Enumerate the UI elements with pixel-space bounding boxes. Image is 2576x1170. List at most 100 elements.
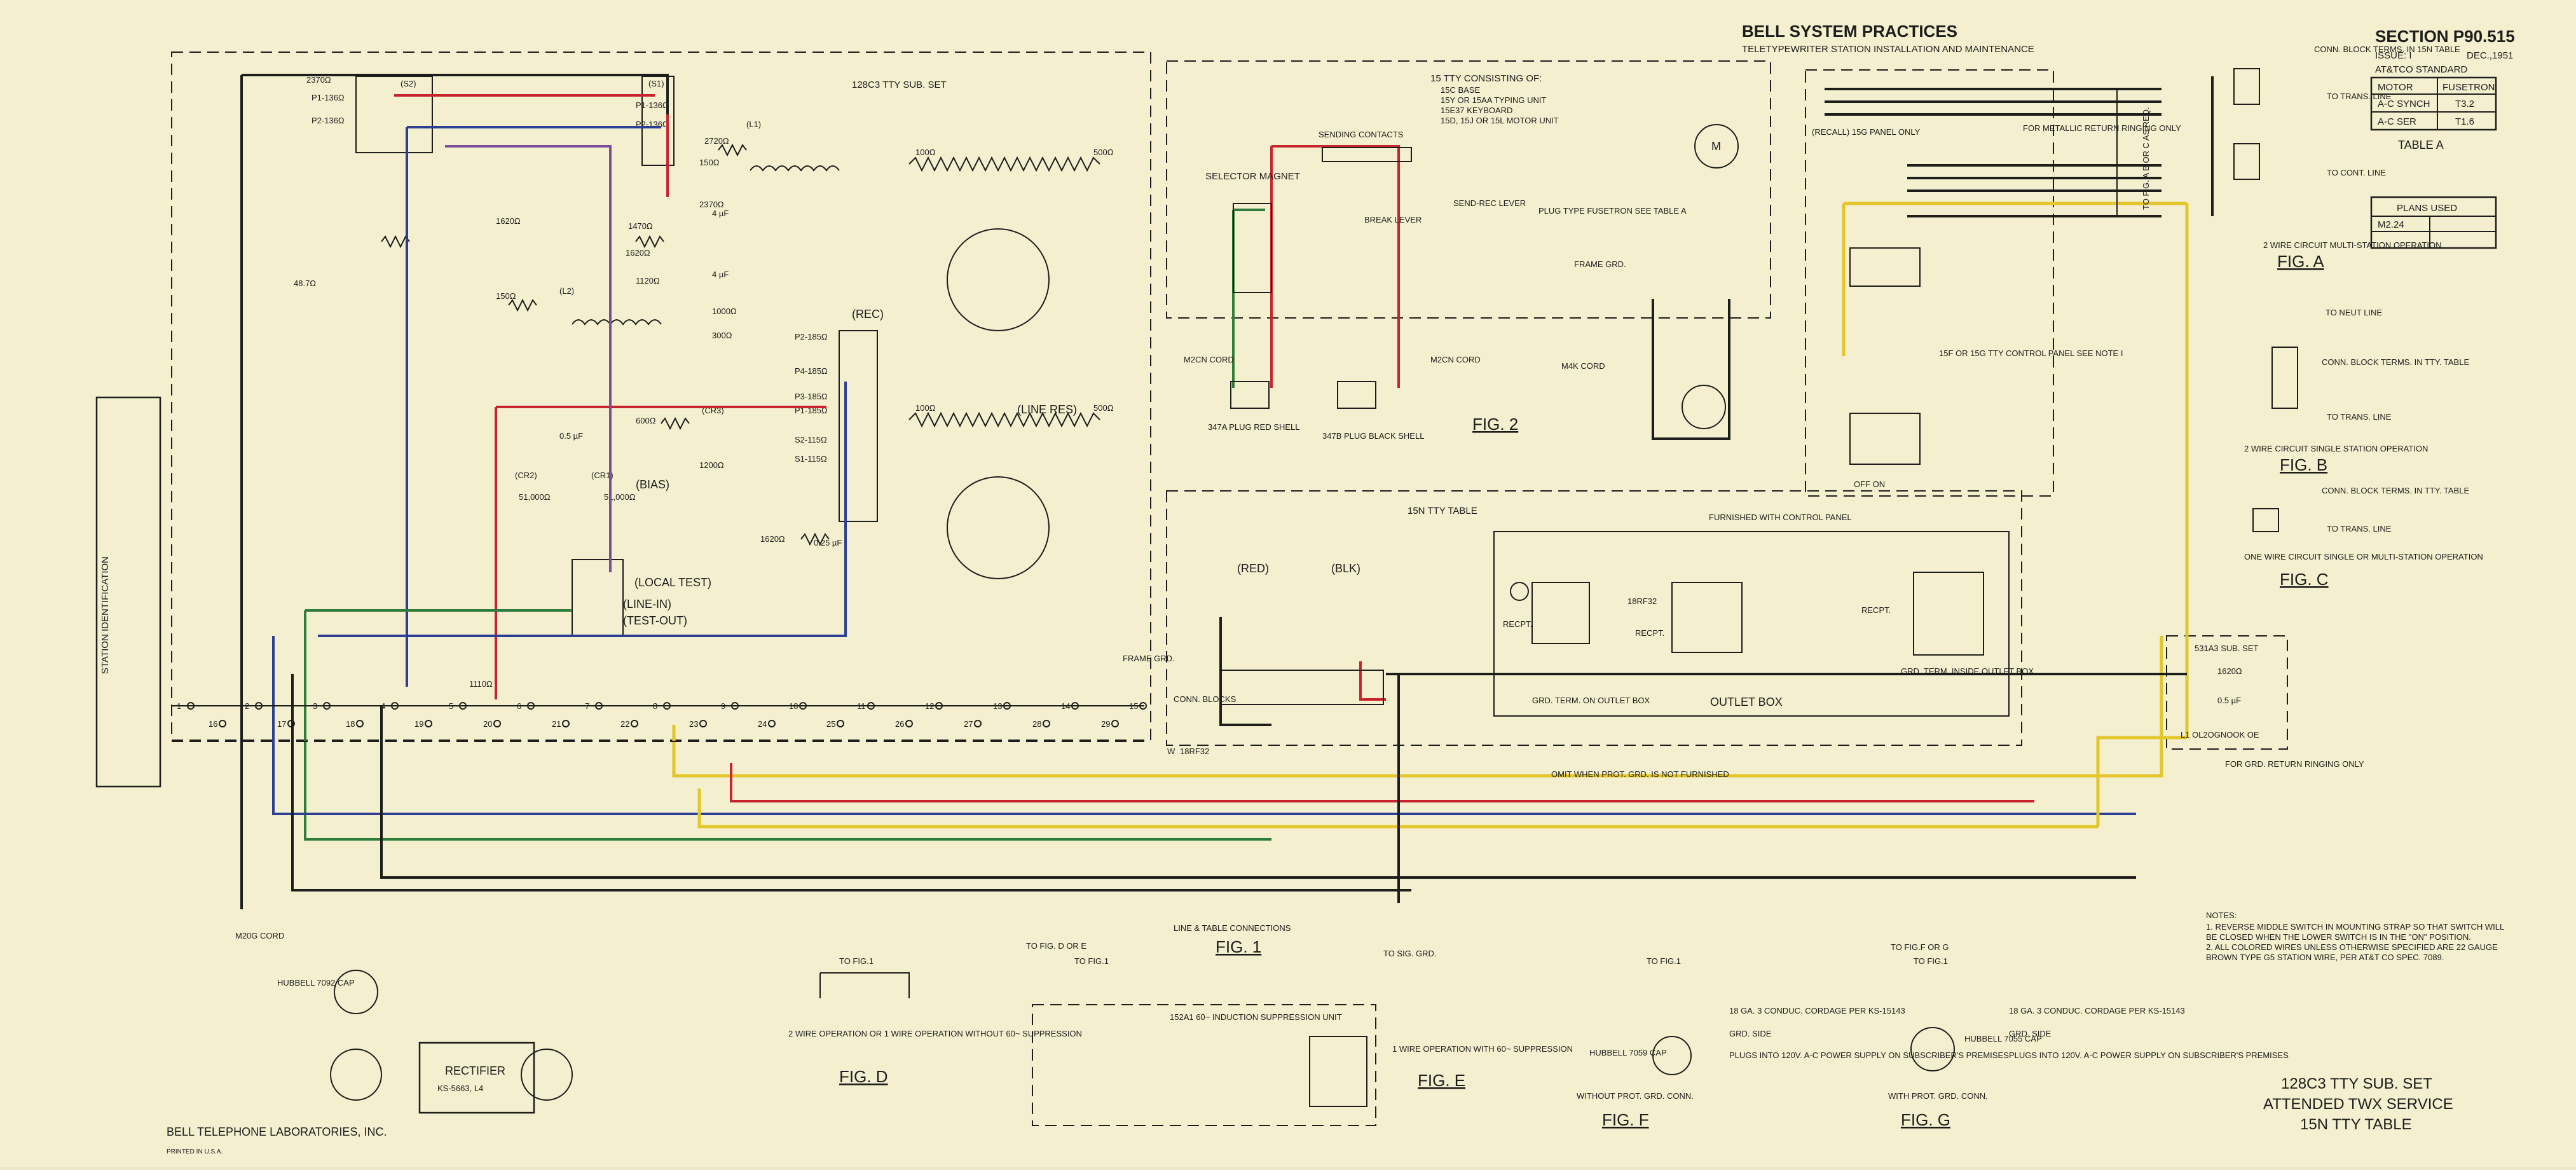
terminal-label: 19 xyxy=(414,719,423,729)
svg-text:1200Ω: 1200Ω xyxy=(699,460,724,470)
svg-text:P3-185Ω: P3-185Ω xyxy=(795,392,828,401)
svg-text:2 WIRE OPERATION OR 1 WIRE OPE: 2 WIRE OPERATION OR 1 WIRE OPERATION WIT… xyxy=(788,1029,1082,1038)
terminal-label: 3 xyxy=(313,701,317,711)
svg-text:S2-115Ω: S2-115Ω xyxy=(795,435,827,444)
station-id-label: STATION IDENTIFICATION xyxy=(100,556,111,674)
svg-text:RECPT.: RECPT. xyxy=(1635,628,1664,638)
svg-text:P1-136Ω: P1-136Ω xyxy=(636,100,669,110)
tty-item: 15E37 KEYBOARD xyxy=(1441,106,1512,115)
svg-text:P2-185Ω: P2-185Ω xyxy=(795,332,828,341)
svg-text:TO FIG.F OR G: TO FIG.F OR G xyxy=(1891,942,1949,952)
svg-text:L1 OL2OGNOOK OE: L1 OL2OGNOOK OE xyxy=(2181,730,2259,740)
fig-b: TO NEUT LINE CONN. BLOCK TERMS. IN TTY. … xyxy=(2244,308,2469,474)
svg-text:ONE WIRE CIRCUIT SINGLE OR MUL: ONE WIRE CIRCUIT SINGLE OR MULTI-STATION… xyxy=(2244,552,2483,561)
svg-text:1110Ω: 1110Ω xyxy=(469,679,493,689)
svg-text:LINE & TABLE CONNECTIONS: LINE & TABLE CONNECTIONS xyxy=(1174,923,1291,933)
frame-sub-set xyxy=(171,52,1151,741)
svg-text:M2CN CORD: M2CN CORD xyxy=(1184,355,1234,364)
title-block: 128C3 TTY SUB. SET ATTENDED TWX SERVICE … xyxy=(2263,1075,2453,1133)
svg-text:(LINE RES): (LINE RES) xyxy=(1017,403,1077,416)
svg-text:150Ω: 150Ω xyxy=(496,291,516,301)
terminal-point xyxy=(323,702,331,710)
svg-text:M2CN CORD: M2CN CORD xyxy=(1430,355,1481,364)
svg-text:FIG. G: FIG. G xyxy=(1901,1110,1950,1129)
svg-text:15N TTY TABLE: 15N TTY TABLE xyxy=(2300,1116,2412,1133)
svg-text:GRD. TERM. ON OUTLET BOX: GRD. TERM. ON OUTLET BOX xyxy=(1532,696,1650,705)
svg-text:HUBBELL 7055 CAP: HUBBELL 7055 CAP xyxy=(1964,1034,2042,1043)
terminal-point xyxy=(837,720,844,727)
plans-used: PLANS USED M2.24 xyxy=(2370,196,2497,249)
svg-text:18RF32: 18RF32 xyxy=(1627,596,1657,606)
svg-text:500Ω: 500Ω xyxy=(1093,403,1114,413)
fig-g: TO FIG.1 18 GA. 3 CONDUC. CORDAGE PER KS… xyxy=(1888,956,2289,1129)
terminal-point xyxy=(974,720,982,727)
svg-text:FOR GRD. RETURN RINGING ONLY: FOR GRD. RETURN RINGING ONLY xyxy=(2225,759,2364,769)
terminal-label: 21 xyxy=(552,719,561,729)
svg-text:FOR METALLIC RETURN RINGING ON: FOR METALLIC RETURN RINGING ONLY xyxy=(2023,123,2181,133)
svg-text:51,000Ω: 51,000Ω xyxy=(519,492,551,502)
terminal-point xyxy=(527,702,535,710)
terminal-label: 10 xyxy=(789,701,798,711)
issue-date: DEC.,1951 xyxy=(2467,50,2513,61)
practice-title: BELL SYSTEM PRACTICES xyxy=(1742,22,1957,41)
svg-text:S1-115Ω: S1-115Ω xyxy=(795,454,827,464)
svg-text:1120Ω: 1120Ω xyxy=(636,276,660,286)
svg-text:TO NEUT LINE: TO NEUT LINE xyxy=(2326,308,2382,317)
svg-text:TO SIG. GRD.: TO SIG. GRD. xyxy=(1383,949,1437,958)
svg-text:GRD. SIDE: GRD. SIDE xyxy=(2009,1029,2052,1038)
tty-item: 15C BASE xyxy=(1441,85,1480,95)
terminal-point xyxy=(1003,702,1011,710)
svg-text:0.5 µF: 0.5 µF xyxy=(2217,696,2241,705)
svg-text:(LINE-IN): (LINE-IN) xyxy=(623,598,671,610)
svg-text:FIG. A: FIG. A xyxy=(2277,252,2324,271)
svg-text:347B PLUG BLACK SHELL: 347B PLUG BLACK SHELL xyxy=(1322,431,1424,441)
fig-c: CONN. BLOCK TERMS. IN TTY. TABLE TO TRAN… xyxy=(2244,486,2483,589)
terminal-point xyxy=(905,720,913,727)
svg-text:18 GA. 3 CONDUC. CORDAGE PER K: 18 GA. 3 CONDUC. CORDAGE PER KS-15143 xyxy=(1729,1006,1905,1015)
terminal-point xyxy=(731,702,739,710)
svg-text:P2-136Ω: P2-136Ω xyxy=(312,116,345,125)
tty-title: 15 TTY CONSISTING OF: xyxy=(1430,73,1542,84)
svg-text:CONN. BLOCKS: CONN. BLOCKS xyxy=(1174,694,1237,704)
fig-1-labels: M20G CORD HUBBELL 7092 CAP RECTIFIER KS-… xyxy=(235,923,1949,1114)
terminal-label: 9 xyxy=(721,701,725,711)
svg-text:(CR1): (CR1) xyxy=(591,471,613,480)
svg-text:1620Ω: 1620Ω xyxy=(2217,666,2242,676)
terminal-label: 29 xyxy=(1101,719,1110,729)
svg-text:(TEST-OUT): (TEST-OUT) xyxy=(623,614,687,627)
svg-text:TO TRANS. LINE: TO TRANS. LINE xyxy=(2327,524,2392,533)
svg-text:2720Ω: 2720Ω xyxy=(704,136,729,146)
svg-text:CONN. BLOCK TERMS. IN TTY. TAB: CONN. BLOCK TERMS. IN TTY. TABLE xyxy=(2322,357,2469,367)
notes: NOTES: 1. REVERSE MIDDLE SWITCH IN MOUNT… xyxy=(2206,911,2504,962)
svg-text:0.5 µF: 0.5 µF xyxy=(559,431,583,441)
sub-531a3: 1620Ω 0.5 µF L1 OL2OGNOOK OE FOR GRD. RE… xyxy=(2181,666,2364,769)
terminal-label: 2 xyxy=(245,701,249,711)
svg-text:150Ω: 150Ω xyxy=(699,158,720,167)
svg-text:CONN. BLOCK TERMS. IN 15N TABL: CONN. BLOCK TERMS. IN 15N TABLE xyxy=(2314,45,2460,54)
svg-text:FRAME GRD.: FRAME GRD. xyxy=(1123,654,1175,663)
svg-text:SENDING CONTACTS: SENDING CONTACTS xyxy=(1319,130,1404,139)
svg-text:ATTENDED TWX SERVICE: ATTENDED TWX SERVICE xyxy=(2263,1096,2453,1113)
svg-text:OFF ON: OFF ON xyxy=(1854,479,1885,489)
svg-text:(RECALL) 15G PANEL ONLY: (RECALL) 15G PANEL ONLY xyxy=(1812,127,1921,137)
svg-text:4 µF: 4 µF xyxy=(712,209,729,218)
terminal-label: 15 xyxy=(1129,701,1138,711)
svg-text:(BIAS): (BIAS) xyxy=(636,478,669,491)
svg-text:W: W xyxy=(1167,747,1175,756)
terminal-point xyxy=(255,702,263,710)
svg-text:2 WIRE CIRCUIT SINGLE STATION: 2 WIRE CIRCUIT SINGLE STATION OPERATION xyxy=(2244,444,2428,453)
svg-text:TO TRANS. LINE: TO TRANS. LINE xyxy=(2327,412,2392,422)
svg-text:FIG. C: FIG. C xyxy=(2280,570,2329,589)
svg-text:600Ω: 600Ω xyxy=(636,416,656,425)
svg-text:(RED): (RED) xyxy=(1237,562,1269,575)
tty-item: 15D, 15J OR 15L MOTOR UNIT xyxy=(1441,116,1559,125)
terminal-label: 22 xyxy=(620,719,629,729)
svg-text:(S2): (S2) xyxy=(401,79,416,88)
frame-tty xyxy=(1166,60,1771,319)
table-title: 15N TTY TABLE xyxy=(1408,506,1477,516)
svg-text:1620Ω: 1620Ω xyxy=(626,248,650,258)
svg-text:0.25 µF: 0.25 µF xyxy=(814,538,842,547)
svg-text:SEND-REC LEVER: SEND-REC LEVER xyxy=(1453,198,1526,208)
terminal-point xyxy=(391,702,399,710)
